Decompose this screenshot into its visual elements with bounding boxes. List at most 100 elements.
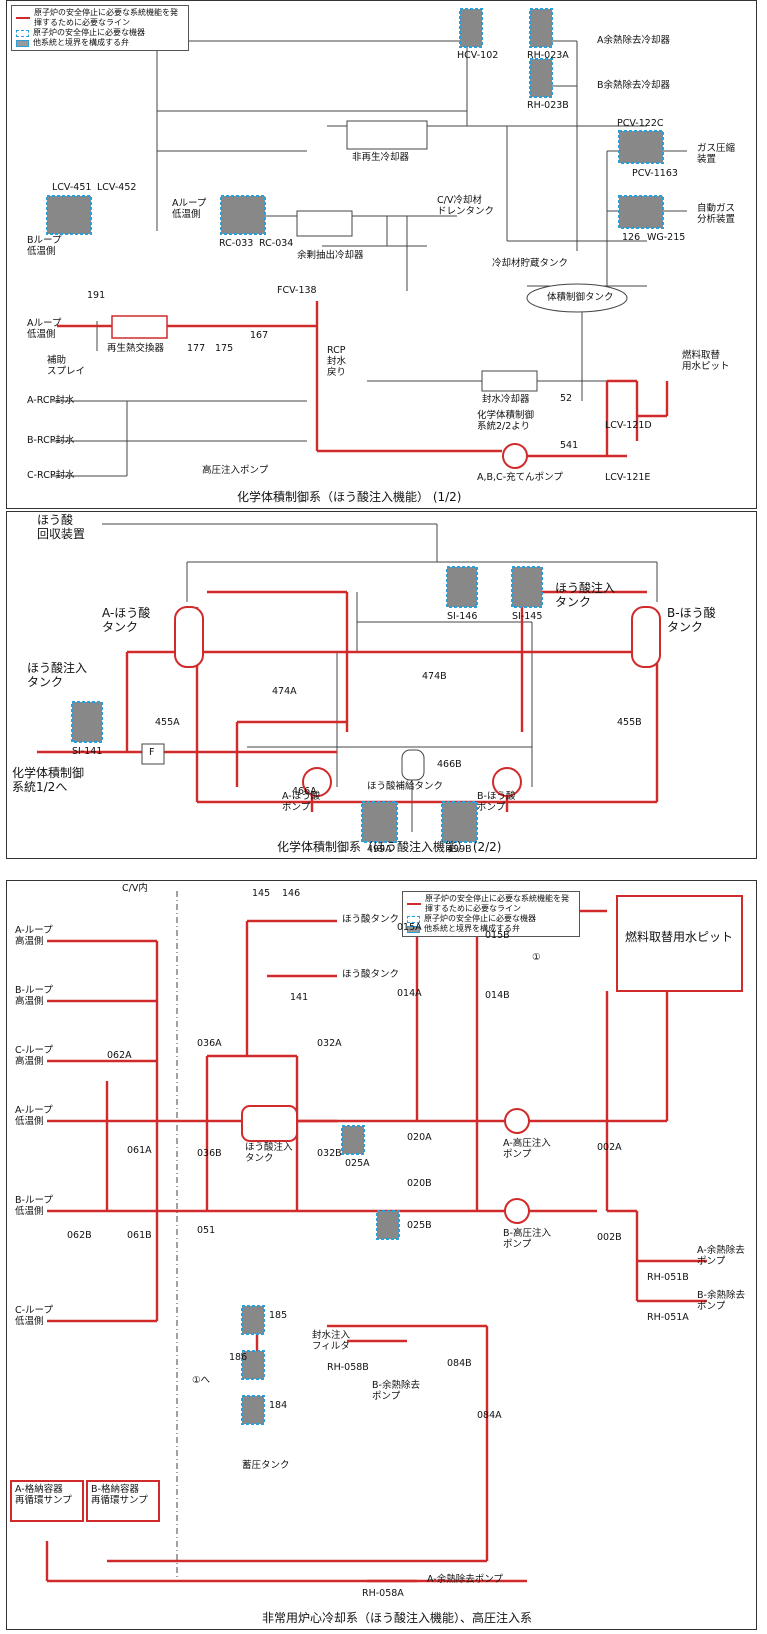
label-b-rhr-pump-mid: B-余熱除去 ポンプ	[372, 1380, 420, 1402]
legend-red: 原子炉の安全停止に必要な系統機能を発揮するために必要なライン	[34, 8, 178, 27]
label-cv-drain: C/V冷却材 ドレンタンク	[437, 195, 495, 217]
label-v541: 541	[560, 440, 579, 451]
label-ba-tank-2: ほう酸タンク	[342, 969, 400, 980]
label-si145: SI-145	[512, 611, 543, 622]
label-ba-injection-tank-r: ほう酸注入 タンク	[555, 581, 616, 609]
label-refuel-pit-3: 燃料取替用水ピット	[625, 930, 734, 944]
label-cvcs-to: 化学体積制御 系統1/2へ	[12, 766, 85, 794]
label-cv-inside: C/V内	[122, 883, 148, 894]
label-v141: 141	[290, 992, 309, 1003]
label-v146: 146	[282, 888, 301, 899]
label-seal-water-cooler: 封水冷却器	[482, 394, 530, 405]
label-a-loop-hot: A-ループ 高温側	[15, 925, 53, 947]
legend-eccs: 原子炉の安全停止に必要な系統機能を発揮するために必要なライン 原子炉の安全停止に…	[402, 891, 580, 937]
label-v175: 175	[215, 343, 234, 354]
label-a-ba-tank: A-ほう酸 タンク	[102, 606, 151, 634]
label-refuel-pit: 燃料取替 用水ピット	[682, 350, 730, 372]
label-to-circle1: ①へ	[192, 1375, 211, 1386]
label-lcv121e: LCV-121E	[605, 472, 651, 483]
label-gas-compressor: ガス圧縮 装置	[697, 143, 736, 165]
label-a-loop-cold-top: Aループ 低温側	[172, 198, 207, 220]
label-rc033: RC-033	[219, 238, 254, 249]
label-v474a: 474A	[272, 686, 297, 697]
label-v084a: 084A	[477, 1410, 502, 1421]
label-b-ba-tank: B-ほう酸 タンク	[667, 606, 716, 634]
label-lcv121d: LCV-121D	[605, 420, 652, 431]
label-rcp-seal-return: RCP 封水 戻り	[327, 345, 347, 378]
legend: 原子炉の安全停止に必要な系統機能を発揮するために必要なライン 原子炉の安全停止に…	[11, 5, 189, 51]
label-a-rhr-cooler: A余熱除去冷却器	[597, 35, 670, 46]
label-v186: 186	[229, 1352, 248, 1363]
label-b-ba-pump: B-ほう酸 ポンプ	[477, 791, 516, 813]
panel3-piping	[10, 891, 743, 1583]
label-coolant-storage: 冷却材貯蔵タンク	[492, 258, 569, 269]
legend-dashed-eccs: 原子炉の安全停止に必要な機器	[424, 914, 536, 923]
label-charging-pumps: A,B,C-充てんポンプ	[477, 472, 563, 483]
legend-gray-eccs: 他系統と境界を構成する弁	[424, 924, 520, 933]
label-si146: SI-146	[447, 611, 478, 622]
panel2-piping	[37, 523, 661, 843]
label-ba-recovery: ほう酸 回収装置	[37, 513, 86, 541]
label-v036b: 036B	[197, 1148, 222, 1159]
label-v184: 184	[269, 1400, 288, 1411]
label-hcv102: HCV-102	[457, 50, 499, 61]
label-b-rhr-pump-right: B-余熱除去 ポンプ	[697, 1290, 745, 1312]
panel1-piping	[46, 8, 687, 477]
label-bit: ほう酸注入 タンク	[245, 1142, 293, 1164]
label-ba-tank-1: ほう酸タンク	[342, 914, 400, 925]
label-seal-inj-filter: 封水注入 フィルタ	[312, 1330, 351, 1352]
label-c-rcp-seal: C-RCP封水	[27, 470, 75, 481]
label-lcv451: LCV-451	[52, 182, 92, 193]
label-regen-hx: 再生熱交換器	[107, 343, 165, 354]
label-circle1: ①	[532, 952, 541, 963]
label-v52: 52	[560, 393, 573, 404]
label-v032a: 032A	[317, 1038, 342, 1049]
label-rh051a: RH-051A	[647, 1312, 689, 1323]
label-v177: 177	[187, 343, 206, 354]
label-a-rhr-pump-bottom: A-余熱除去ポンプ	[427, 1574, 503, 1585]
label-c-loop-cold-3: C-ループ 低温側	[15, 1305, 53, 1327]
label-si141: SI-141	[72, 746, 103, 757]
label-b-sump: B-格納容器 再循環サンプ	[91, 1484, 148, 1506]
label-a-rcp-seal: A-RCP封水	[27, 395, 75, 406]
label-v084b: 084B	[447, 1358, 472, 1369]
label-auto-gas: 自動ガス 分析装置	[697, 203, 736, 225]
label-a-loop-cold-3: A-ループ 低温側	[15, 1105, 53, 1127]
label-rh023b: RH-023B	[527, 100, 569, 111]
label-v191: 191	[87, 290, 106, 301]
label-rh051b: RH-051B	[647, 1272, 689, 1283]
label-v020a: 020A	[407, 1132, 432, 1143]
label-v002b: 002B	[597, 1232, 622, 1243]
label-v025a: 025A	[345, 1158, 370, 1169]
label-v061b: 061B	[127, 1230, 152, 1241]
label-v002a: 002A	[597, 1142, 622, 1153]
label-v014a: 014A	[397, 988, 422, 999]
label-b-loop-cold: Bループ 低温側	[27, 235, 62, 257]
panel-cvcs-2: ほう酸 回収装置 SI-146 SI-145 ほう酸注入 タンク A-ほう酸 タ…	[6, 511, 757, 859]
label-v036a: 036A	[197, 1038, 222, 1049]
label-a-loop-cold: Aループ 低温側	[27, 318, 62, 340]
label-v014b: 014B	[485, 990, 510, 1001]
label-vct: 体積制御タンク	[547, 292, 614, 303]
label-ba-injection-tank-l: ほう酸注入 タンク	[27, 661, 88, 689]
label-pcv1163: PCV-1163	[632, 168, 678, 179]
label-lcv452: LCV-452	[97, 182, 137, 193]
label-v051: 051	[197, 1225, 216, 1236]
label-v062b: 062B	[67, 1230, 92, 1241]
panel1-caption: 化学体積制御系（ほう酸注入機能） (1/2)	[237, 490, 462, 504]
label-excess-letdown: 余剰抽出冷却器	[297, 250, 364, 261]
label-a-ba-pump: A-ほう酸 ポンプ	[282, 791, 321, 813]
label-a-rhr-pump-right: A-余熱除去 ポンプ	[697, 1245, 745, 1267]
label-v167: 167	[250, 330, 269, 341]
panel2-caption: 化学体積制御系（ほう酸注入機能） (2/2)	[277, 840, 502, 854]
label-v499a: 499A	[367, 844, 392, 855]
label-wg215: WG-215	[647, 232, 686, 243]
label-b-loop-hot: B-ループ 高温側	[15, 985, 53, 1007]
label-v032b: 032B	[317, 1148, 342, 1159]
label-fcv138: FCV-138	[277, 285, 317, 296]
label-v015a: 015A	[397, 922, 422, 933]
label-v061a: 061A	[127, 1145, 152, 1156]
label-v455a: 455A	[155, 717, 180, 728]
label-a-sump: A-格納容器 再循環サンプ	[15, 1484, 72, 1506]
label-accumulator: 蓄圧タンク	[242, 1460, 290, 1471]
